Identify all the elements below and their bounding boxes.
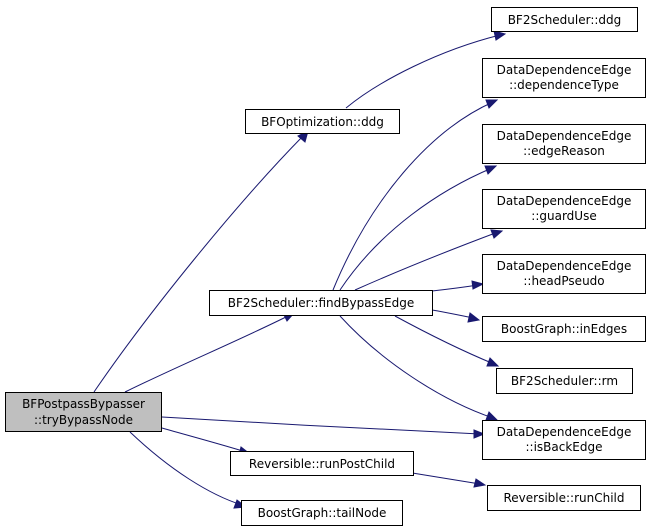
edge-root-to-bfoptimization-ddg	[93, 130, 309, 393]
node-label-line2: ::edgeReason	[523, 144, 605, 158]
node-label-line1: DataDependenceEdge	[497, 259, 632, 273]
node-datadependenceedge-guarduse[interactable]: DataDependenceEdge ::guardUse	[482, 189, 646, 229]
node-label-line2: ::headPseudo	[523, 274, 604, 288]
node-label-line2: ::tryBypassNode	[34, 413, 133, 427]
edge-findbypassedge-to-edgereason	[339, 165, 498, 291]
edge-root-to-runpostchild	[161, 427, 252, 456]
node-datadependenceedge-edgereason[interactable]: DataDependenceEdge ::edgeReason	[482, 124, 646, 164]
node-label: BoostGraph::inEdges	[501, 322, 627, 336]
edge-root-to-findbypassedge	[124, 312, 296, 393]
node-bf2scheduler-findbypassedge[interactable]: BF2Scheduler::findBypassEdge	[209, 290, 433, 316]
node-label: BoostGraph::tailNode	[258, 506, 387, 520]
edge-findbypassedge-to-headpseudo	[431, 280, 485, 292]
node-bf2scheduler-rm[interactable]: BF2Scheduler::rm	[496, 368, 633, 394]
node-label-line1: BFPostpassBypasser	[22, 397, 145, 411]
node-boostgraph-tailnode[interactable]: BoostGraph::tailNode	[241, 500, 403, 526]
node-reversible-runchild[interactable]: Reversible::runChild	[487, 485, 641, 511]
node-label-line1: DataDependenceEdge	[497, 63, 632, 77]
node-datadependenceedge-dependencetype[interactable]: DataDependenceEdge ::dependenceType	[482, 58, 646, 98]
node-label: Reversible::runChild	[503, 491, 624, 505]
node-label-line1: DataDependenceEdge	[497, 425, 632, 439]
node-label: BF2Scheduler::findBypassEdge	[228, 296, 415, 310]
node-label: BF2Scheduler::rm	[511, 374, 618, 388]
edge-findbypassedge-to-guarduse	[354, 229, 504, 291]
edge-findbypassedge-to-inedges	[431, 309, 481, 323]
edge-root-to-tailnode	[129, 431, 248, 509]
edge-findbypassedge-to-rm	[394, 315, 500, 367]
node-label-line2: ::guardUse	[531, 209, 596, 223]
node-datadependenceedge-isbackedge[interactable]: DataDependenceEdge ::isBackEdge	[482, 420, 646, 460]
node-label-line2: ::dependenceType	[509, 78, 619, 92]
node-label-line1: DataDependenceEdge	[497, 194, 632, 208]
node-label: BFOptimization::ddg	[261, 115, 384, 129]
node-bf2scheduler-ddg[interactable]: BF2Scheduler::ddg	[491, 7, 638, 32]
node-label-line1: DataDependenceEdge	[497, 129, 632, 143]
edge-bfoptimization-ddg-to-bf2scheduler-ddg	[345, 30, 507, 109]
node-label-line2: ::isBackEdge	[525, 440, 602, 454]
node-label: BF2Scheduler::ddg	[508, 13, 622, 27]
edge-findbypassedge-to-isbackedge	[339, 315, 499, 421]
node-label: Reversible::runPostChild	[249, 457, 395, 471]
node-datadependenceedge-headpseudo[interactable]: DataDependenceEdge ::headPseudo	[482, 254, 646, 294]
node-bfoptimization-ddg[interactable]: BFOptimization::ddg	[245, 109, 400, 134]
node-bfpostpassbypasser-trybypassnode[interactable]: BFPostpassBypasser ::tryBypassNode	[5, 392, 162, 432]
edge-findbypassedge-to-dependencetype	[332, 99, 499, 291]
edge-root-to-isbackedge	[161, 416, 486, 439]
node-boostgraph-inedges[interactable]: BoostGraph::inEdges	[482, 316, 646, 342]
node-reversible-runpostchild[interactable]: Reversible::runPostChild	[230, 451, 414, 476]
